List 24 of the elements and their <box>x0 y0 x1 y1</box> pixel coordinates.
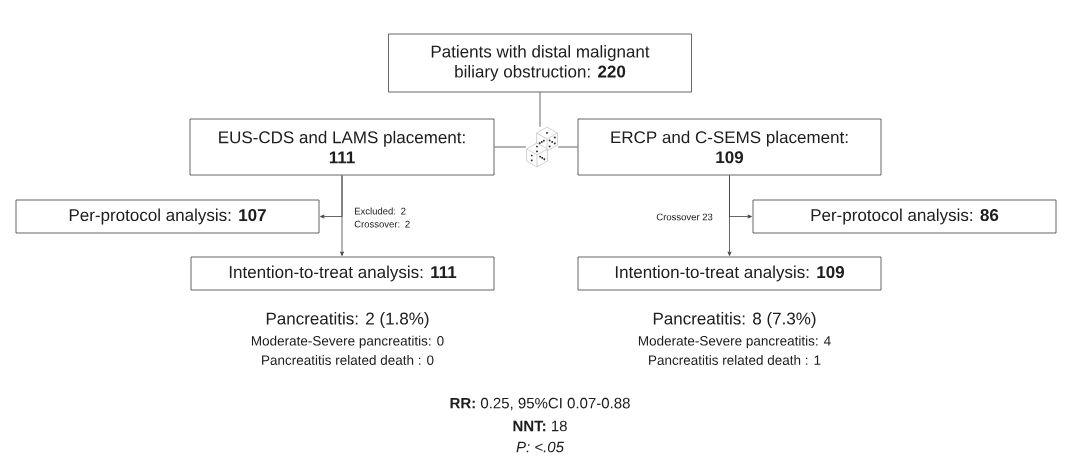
outcome-text: Moderate-Severe pancreatitis: 4 <box>638 335 831 349</box>
outcome-text: Pancreatitis related death : 0 <box>262 355 434 365</box>
arrow <box>320 175 343 219</box>
connector-line <box>494 146 527 148</box>
statistic-text: RR: 0.25, 95%CI 0.07-0.88 <box>450 397 630 411</box>
dice-picture <box>526 126 558 168</box>
statistic-text: P: <.05 <box>516 441 564 453</box>
outcome-text: Pancreatitis: 2 (1.8%) <box>266 312 429 328</box>
flow-box: Patients with distal malignant biliary obstruction: 220 <box>388 33 692 93</box>
outcome-text: Pancreatitis related death : 1 <box>649 355 821 365</box>
edge-label: Excluded: 2 Crossover: 2 <box>354 207 410 228</box>
arrow <box>729 175 752 219</box>
outcome-text: Moderate-Severe pancreatitis: 0 <box>251 335 444 349</box>
connector-line <box>539 92 541 128</box>
flow-box: Intention-to-treat analysis: 109 <box>577 256 882 291</box>
flow-box: Per-protocol analysis: 107 <box>15 199 320 234</box>
statistic-text: NNT: 18 <box>513 420 567 432</box>
outcome-text: Pancreatitis: 8 (7.3%) <box>653 312 816 328</box>
connector-line <box>557 146 578 148</box>
flow-box: Intention-to-treat analysis: 111 <box>190 256 495 291</box>
flow-box: ERCP and C-SEMS placement: 109 <box>577 118 882 176</box>
edge-label: Crossover 23 <box>656 213 713 221</box>
flow-box: EUS-CDS and LAMS placement: 111 <box>189 118 495 176</box>
flow-box: Per-protocol analysis: 86 <box>752 199 1057 234</box>
